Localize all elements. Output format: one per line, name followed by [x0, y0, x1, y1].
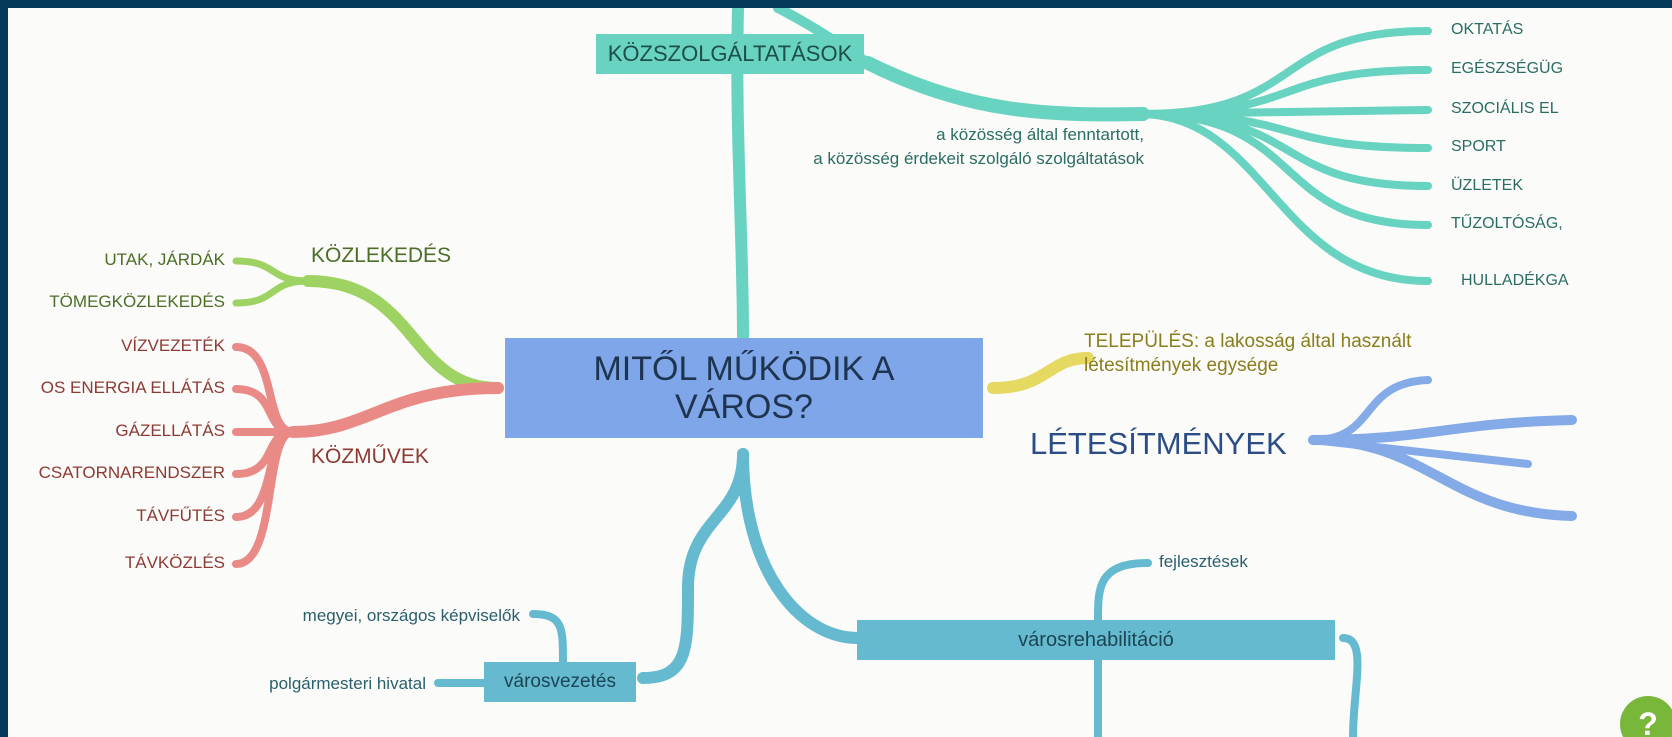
- topic-kozszolgaltatasok-label: KÖZSZOLGÁLTATÁSOK: [607, 41, 853, 66]
- subtopic-hulladekgazdalkodas[interactable]: HULLADÉKGA: [1461, 272, 1569, 289]
- topic-varosrehabilitacio-label: városrehabilitáció: [1018, 628, 1174, 651]
- topic-varosrehabilitacio[interactable]: városrehabilitáció: [857, 620, 1335, 660]
- subtopic-oktatas[interactable]: OKTATÁS: [1451, 21, 1524, 38]
- subtopic-tuzoltosag[interactable]: TŰZOLTÓSÁG,: [1451, 215, 1563, 232]
- topic-telepules[interactable]: TELEPÜLÉS: a lakosság által használt lét…: [1084, 330, 1411, 378]
- subtopic-tomegkozlekedes[interactable]: TÖMEGKÖZLEKEDÉS: [49, 292, 225, 311]
- subtopic-gazellatas[interactable]: GÁZELLÁTÁS: [115, 421, 225, 440]
- topic-varosvezetes[interactable]: városvezetés: [484, 662, 636, 702]
- central-topic-title: MITŐL MŰKÖDIK A VÁROS?: [593, 350, 895, 426]
- topic-kozszolgaltatasok[interactable]: KÖZSZOLGÁLTATÁSOK: [596, 34, 864, 74]
- subtopic-tavfutes[interactable]: TÁVFŰTÉS: [136, 506, 225, 525]
- topic-telepules-line1: TELEPÜLÉS: a lakosság által használt: [1084, 331, 1412, 352]
- central-topic[interactable]: MITŐL MŰKÖDIK A VÁROS?: [505, 338, 983, 438]
- topic-letesitmenyek[interactable]: LÉTESÍTMÉNYEK: [1030, 426, 1287, 461]
- topic-kozlekedes[interactable]: KÖZLEKEDÉS: [311, 244, 452, 267]
- subtopic-energia-ellatas[interactable]: OS ENERGIA ELLÁTÁS: [40, 378, 225, 397]
- topic-telepules-line2: létesítmények egysége: [1084, 355, 1279, 376]
- subtopic-tavkozles[interactable]: TÁVKÖZLÉS: [124, 553, 225, 572]
- subtopic-egeszsegugy[interactable]: EGÉSZSÉGÜG: [1451, 60, 1564, 77]
- subtopic-utak-jardak[interactable]: UTAK, JÁRDÁK: [104, 250, 225, 269]
- subtopic-fejlesztesek[interactable]: fejlesztések: [1159, 552, 1248, 571]
- topic-varosvezetes-label: városvezetés: [504, 671, 616, 692]
- kozszolgaltatasok-description: a közösség által fenntartott, a közösség…: [813, 123, 1144, 171]
- subtopic-szocialis[interactable]: SZOCIÁLIS EL: [1451, 100, 1559, 117]
- kozszolgaltatasok-description-line1: a közösség által fenntartott,: [936, 125, 1144, 144]
- topic-kozmuvek[interactable]: KÖZMŰVEK: [311, 445, 429, 468]
- help-button[interactable]: ?: [1620, 696, 1672, 737]
- subtopic-polgarmesteri-hivatal[interactable]: polgármesteri hivatal: [269, 674, 426, 693]
- mind-map-canvas[interactable]: MITŐL MŰKÖDIK A VÁROS? KÖZSZOLGÁLTATÁSOK…: [8, 8, 1672, 737]
- subtopic-vizvezetek[interactable]: VÍZVEZETÉK: [121, 336, 225, 355]
- branch-connectors: [232, 8, 1577, 737]
- subtopic-csatornarendszer[interactable]: CSATORNARENDSZER: [38, 463, 225, 482]
- subtopic-uzletek[interactable]: ÜZLETEK: [1451, 177, 1524, 194]
- kozszolgaltatasok-description-line2: a közösség érdekeit szolgáló szolgáltatá…: [813, 149, 1144, 168]
- subtopic-kepviselok[interactable]: megyei, országos képviselők: [302, 606, 520, 625]
- subtopic-sport[interactable]: SPORT: [1451, 138, 1506, 155]
